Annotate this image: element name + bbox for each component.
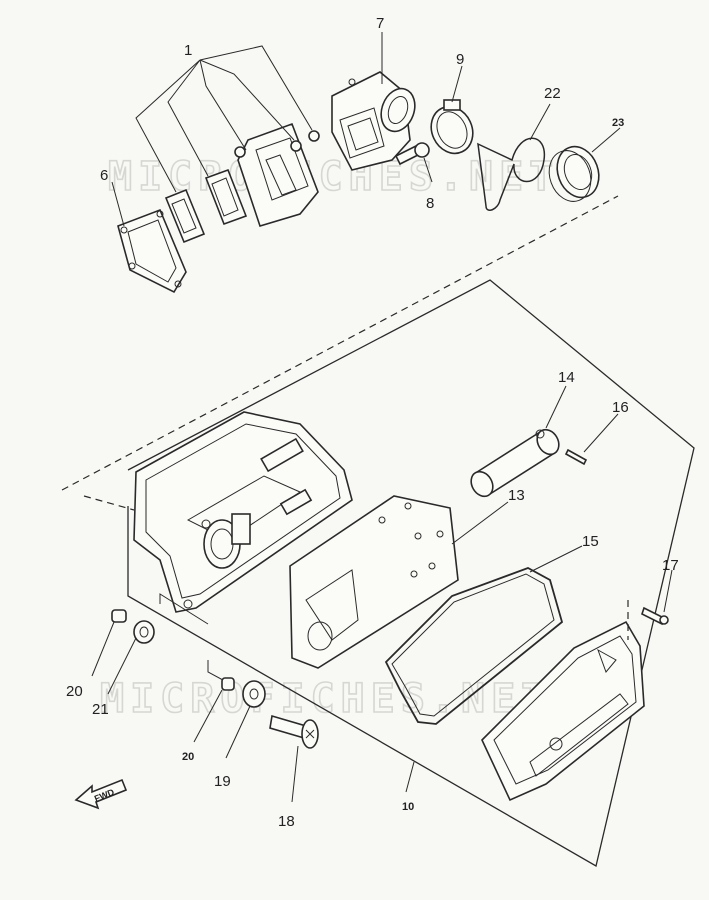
fwd-label: FWD: [93, 787, 116, 804]
upper-group-boundary: [61, 195, 619, 491]
reed-petal-left: [164, 188, 206, 244]
callout-10: 10: [402, 801, 414, 813]
callout-6: 6: [100, 167, 108, 184]
callout-13: 13: [508, 487, 525, 504]
callout-23: 23: [612, 117, 624, 129]
seal-part-23: [548, 145, 600, 202]
tube-part-14: [470, 428, 560, 498]
callout-18: 18: [278, 813, 295, 830]
screw-small-1: [290, 130, 320, 152]
watermark-bottom: MICROFICHES.NET: [100, 676, 551, 722]
lower-group-boundary: [127, 279, 695, 868]
leader-lines: [91, 32, 673, 803]
grommet-part-21: [133, 620, 155, 644]
callout-8: 8: [426, 195, 434, 212]
hose-clamp-part-9: [430, 99, 474, 155]
collar-part-20-upper: [111, 609, 127, 623]
watermark-top: MICROFICHES.NET: [108, 154, 559, 200]
callout-22: 22: [544, 85, 561, 102]
callout-labels: 1 6 7 8 9 22 23 14 16 13 15 17 20 21 20 …: [66, 15, 679, 830]
callout-9: 9: [456, 51, 464, 68]
reed-petal-right: [204, 168, 248, 226]
bolt-part-8: [394, 142, 430, 166]
airbox-cover: [481, 600, 645, 802]
forward-arrow-icon: FWD: [74, 778, 128, 810]
callout-1: 1: [184, 42, 192, 59]
airbox-case: [133, 411, 353, 613]
callout-17: 17: [662, 557, 679, 574]
screw-part-16: [564, 448, 588, 466]
callout-21: 21: [92, 701, 109, 718]
callout-14: 14: [558, 369, 575, 386]
callout-20-lower: 20: [182, 751, 194, 763]
callout-19: 19: [214, 773, 231, 790]
bolt-part-18: [269, 714, 319, 749]
callout-20-upper: 20: [66, 683, 83, 700]
screw-part-17: [641, 606, 669, 626]
spring-part-22: [477, 137, 546, 211]
washer-part-19: [242, 680, 266, 708]
filter-plate-part-13: [289, 495, 459, 669]
callout-16: 16: [612, 399, 629, 416]
intake-manifold-part-7: [331, 71, 416, 171]
lower-group-dash-left: [83, 495, 135, 511]
collar-part-20-lower: [221, 677, 235, 691]
callout-15: 15: [582, 533, 599, 550]
seal-ring-part-15: [384, 567, 564, 725]
callout-7: 7: [376, 15, 384, 32]
reed-valve-block: [234, 122, 319, 227]
gasket-part-6: [117, 208, 187, 294]
